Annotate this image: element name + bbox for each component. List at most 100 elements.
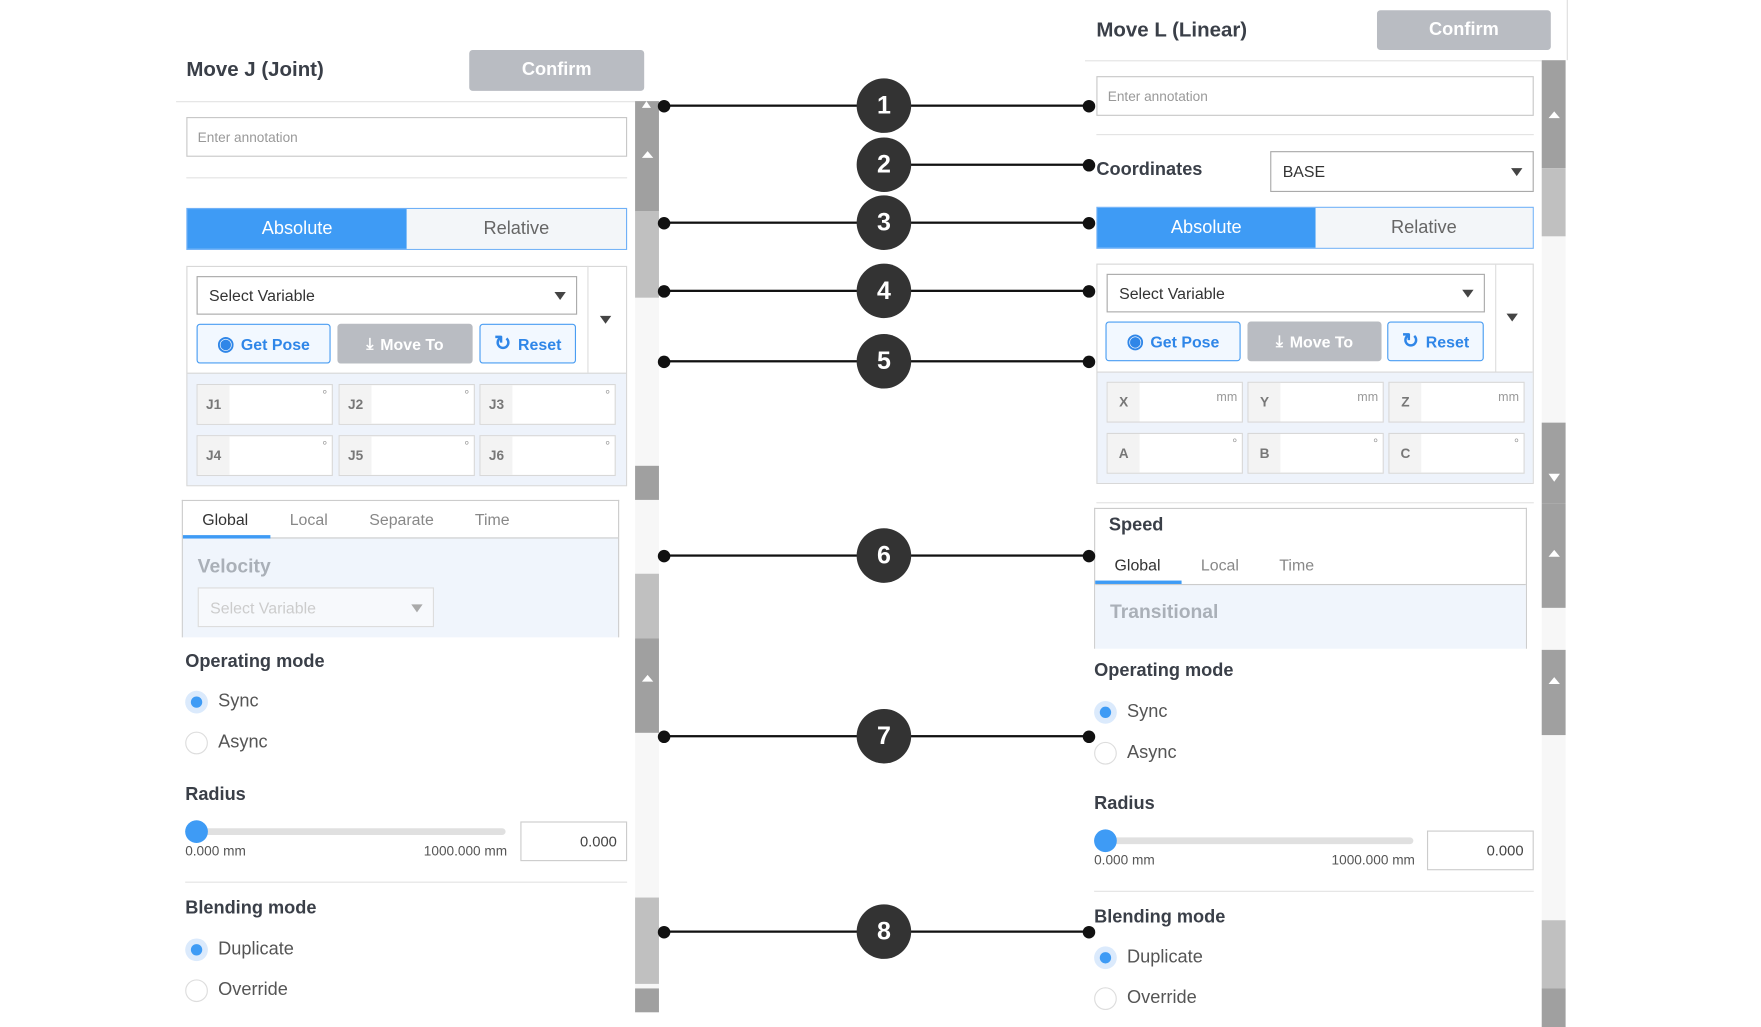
reset-label: Reset: [518, 334, 562, 353]
tab-time[interactable]: Time: [1279, 555, 1315, 574]
velocity-select[interactable]: Select Variable: [197, 587, 435, 628]
move-to-label: Move To: [1289, 332, 1354, 351]
tab-separate[interactable]: Separate: [369, 510, 434, 529]
duplicate-radio[interactable]: [185, 938, 208, 962]
speed-title: Speed: [1108, 515, 1164, 536]
annotation-input[interactable]: Enter annotation: [186, 117, 628, 157]
j5-field[interactable]: J5°: [338, 435, 475, 477]
callout-number-5: 5: [856, 334, 912, 389]
radius-max-label: 1000.000 mm: [1331, 852, 1415, 869]
move-to-button[interactable]: ⤓Move To: [337, 323, 473, 364]
get-pose-button[interactable]: ◉Get Pose: [1105, 321, 1241, 362]
radius-input[interactable]: 0.000: [1426, 830, 1534, 871]
field-unit: mm: [1216, 390, 1238, 405]
connector-dot: [657, 730, 671, 744]
sync-label: Sync: [1127, 702, 1168, 722]
scrollbar-thumb[interactable]: [1541, 168, 1566, 237]
tab-time[interactable]: Time: [474, 510, 510, 529]
tab-absolute[interactable]: Absolute: [1097, 207, 1316, 248]
callout-number-1: 1: [856, 78, 912, 133]
coordinates-value: BASE: [1282, 162, 1326, 181]
coordinates-dropdown[interactable]: BASE: [1270, 151, 1534, 193]
j4-field[interactable]: J4°: [196, 435, 333, 477]
j6-field[interactable]: J6°: [479, 435, 616, 477]
tab-absolute[interactable]: Absolute: [187, 209, 407, 249]
expand-chevron-icon[interactable]: [1506, 313, 1518, 322]
get-pose-button[interactable]: ◉Get Pose: [196, 323, 331, 364]
confirm-button[interactable]: Confirm: [469, 49, 645, 91]
confirm-button[interactable]: Confirm: [1376, 10, 1551, 50]
connector-dot: [657, 549, 671, 563]
reset-icon: ↻: [494, 331, 512, 355]
j2-field[interactable]: J2°: [338, 384, 475, 425]
c-field[interactable]: C°: [1388, 432, 1525, 474]
b-field[interactable]: B°: [1247, 432, 1384, 474]
field-unit: mm: [1498, 390, 1520, 405]
field-unit: °: [1513, 437, 1520, 452]
scrollbar-segment[interactable]: [635, 465, 659, 500]
j3-field[interactable]: J3°: [479, 384, 616, 425]
divider: [1096, 134, 1534, 136]
sync-radio[interactable]: [185, 690, 208, 714]
override-radio[interactable]: [185, 979, 208, 1003]
connector-line: [883, 163, 1089, 166]
expand-chevron-icon[interactable]: [599, 315, 612, 324]
radius-min-label: 0.000 mm: [1094, 852, 1155, 869]
scrollbar-segment[interactable]: [635, 988, 659, 1013]
field-unit: °: [322, 388, 328, 403]
get-pose-label: Get Pose: [240, 334, 310, 353]
reset-button[interactable]: ↻Reset: [1387, 321, 1484, 362]
scrollbar-thumb[interactable]: [1541, 920, 1566, 989]
select-variable-dropdown[interactable]: Select Variable: [196, 276, 578, 315]
scrollbar-track[interactable]: [635, 101, 659, 1013]
scroll-up-button[interactable]: [635, 638, 659, 733]
async-radio[interactable]: [185, 731, 208, 755]
radius-slider-thumb[interactable]: [185, 820, 208, 844]
connector-dot: [1082, 159, 1096, 172]
radius-slider-track[interactable]: [1094, 837, 1414, 845]
annotation-input[interactable]: Enter annotation: [1096, 76, 1534, 116]
select-variable-dropdown[interactable]: Select Variable: [1106, 273, 1485, 313]
reset-button[interactable]: ↻ Reset: [479, 323, 577, 364]
field-label: A: [1107, 434, 1140, 473]
speed-tabs: Global Local Time: [1094, 556, 1527, 579]
scroll-down-button[interactable]: [1541, 422, 1566, 504]
arrow-up-icon: [1548, 677, 1560, 684]
callout-number-6: 6: [856, 528, 912, 583]
tab-relative[interactable]: Relative: [406, 209, 627, 249]
radius-slider-thumb[interactable]: [1094, 829, 1117, 853]
override-radio[interactable]: [1094, 987, 1117, 1011]
tab-local[interactable]: Local: [1200, 555, 1239, 574]
scrollbar-thumb[interactable]: [635, 897, 659, 984]
tab-global[interactable]: Global: [202, 510, 249, 529]
field-label: B: [1248, 434, 1281, 473]
target-icon: ◉: [1126, 330, 1144, 352]
async-radio[interactable]: [1094, 741, 1117, 765]
j1-field[interactable]: J1 °: [196, 384, 333, 425]
radius-input[interactable]: 0.000: [520, 821, 628, 862]
speed-panel: [181, 499, 620, 638]
a-field[interactable]: A°: [1106, 432, 1243, 474]
tab-global[interactable]: Global: [1114, 555, 1161, 574]
duplicate-radio[interactable]: [1094, 946, 1117, 970]
field-label: J1: [197, 385, 230, 424]
reset-label: Reset: [1425, 332, 1470, 351]
move-to-button[interactable]: ⤓Move To: [1247, 321, 1382, 362]
scrollbar-thumb[interactable]: [635, 573, 659, 639]
radius-min-label: 0.000 mm: [185, 843, 246, 859]
divider: [587, 265, 589, 373]
tab-relative[interactable]: Relative: [1315, 207, 1533, 248]
scroll-up-button[interactable]: [1541, 649, 1566, 736]
scrollbar-thumb[interactable]: [635, 211, 659, 298]
sync-radio[interactable]: [1094, 700, 1117, 724]
tab-local[interactable]: Local: [289, 510, 328, 529]
velocity-label: Velocity: [197, 555, 271, 578]
chevron-down-icon: [1511, 168, 1523, 177]
radius-slider-track[interactable]: [185, 828, 506, 836]
scrollbar-segment[interactable]: [1541, 988, 1566, 1027]
divider: [176, 101, 637, 103]
panel-title: Move L (Linear): [1096, 18, 1248, 41]
